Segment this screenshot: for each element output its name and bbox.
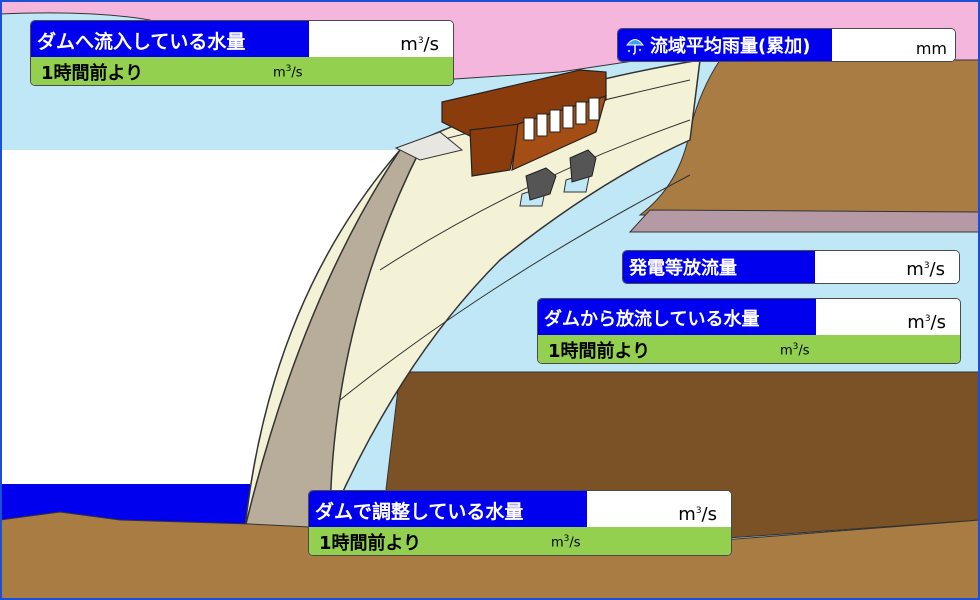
adjust-prev-label: 1時間前より bbox=[319, 533, 422, 554]
downstream-area bbox=[0, 150, 400, 500]
right-mountain bbox=[638, 59, 980, 216]
inflow-prev-unit: m3/s bbox=[273, 64, 303, 81]
outflow-prev-unit: m3/s bbox=[780, 342, 810, 359]
rain-label: 流域平均雨量(累加) bbox=[650, 36, 811, 57]
inflow-prev-row: 1時間前より m3/s bbox=[31, 57, 453, 85]
power-label: 発電等放流量 bbox=[623, 251, 815, 283]
adjust-value-field: m3/s bbox=[587, 491, 731, 529]
control-house-windows bbox=[523, 97, 600, 141]
adjust-prev-unit: m3/s bbox=[551, 534, 581, 551]
inflow-unit: m3/s bbox=[400, 34, 439, 55]
outflow-prev-label: 1時間前より bbox=[548, 341, 651, 362]
outflow-value-field: m3/s bbox=[816, 299, 960, 337]
rock-layer bbox=[628, 209, 980, 233]
rain-panel: 流域平均雨量(累加) mm bbox=[617, 28, 956, 62]
outflow-unit: m3/s bbox=[907, 312, 946, 333]
inflow-prev-label: 1時間前より bbox=[41, 63, 144, 84]
outflow-prev-row: 1時間前より m3/s bbox=[538, 335, 960, 363]
inflow-panel: ダムへ流入している水量 m3/s 1時間前より m3/s bbox=[30, 20, 454, 86]
outflow-label: ダムから放流している水量 bbox=[538, 299, 816, 337]
power-discharge-panel: 発電等放流量 m3/s bbox=[622, 250, 960, 284]
rain-value-field: mm bbox=[832, 29, 955, 61]
rain-unit: mm bbox=[915, 39, 947, 58]
adjust-panel: ダムで調整している水量 m3/s 1時間前より m3/s bbox=[308, 490, 732, 556]
power-unit: m3/s bbox=[906, 259, 945, 280]
adjust-unit: m3/s bbox=[678, 504, 717, 525]
outflow-panel: ダムから放流している水量 m3/s 1時間前より m3/s bbox=[537, 298, 961, 364]
adjust-prev-row: 1時間前より m3/s bbox=[309, 527, 731, 555]
power-value-field: m3/s bbox=[815, 251, 959, 283]
spillway-gates bbox=[519, 149, 597, 207]
adjust-label: ダムで調整している水量 bbox=[309, 491, 587, 529]
umbrella-icon bbox=[626, 39, 644, 55]
inflow-label: ダムへ流入している水量 bbox=[31, 21, 309, 59]
inflow-value-field: m3/s bbox=[309, 21, 453, 59]
